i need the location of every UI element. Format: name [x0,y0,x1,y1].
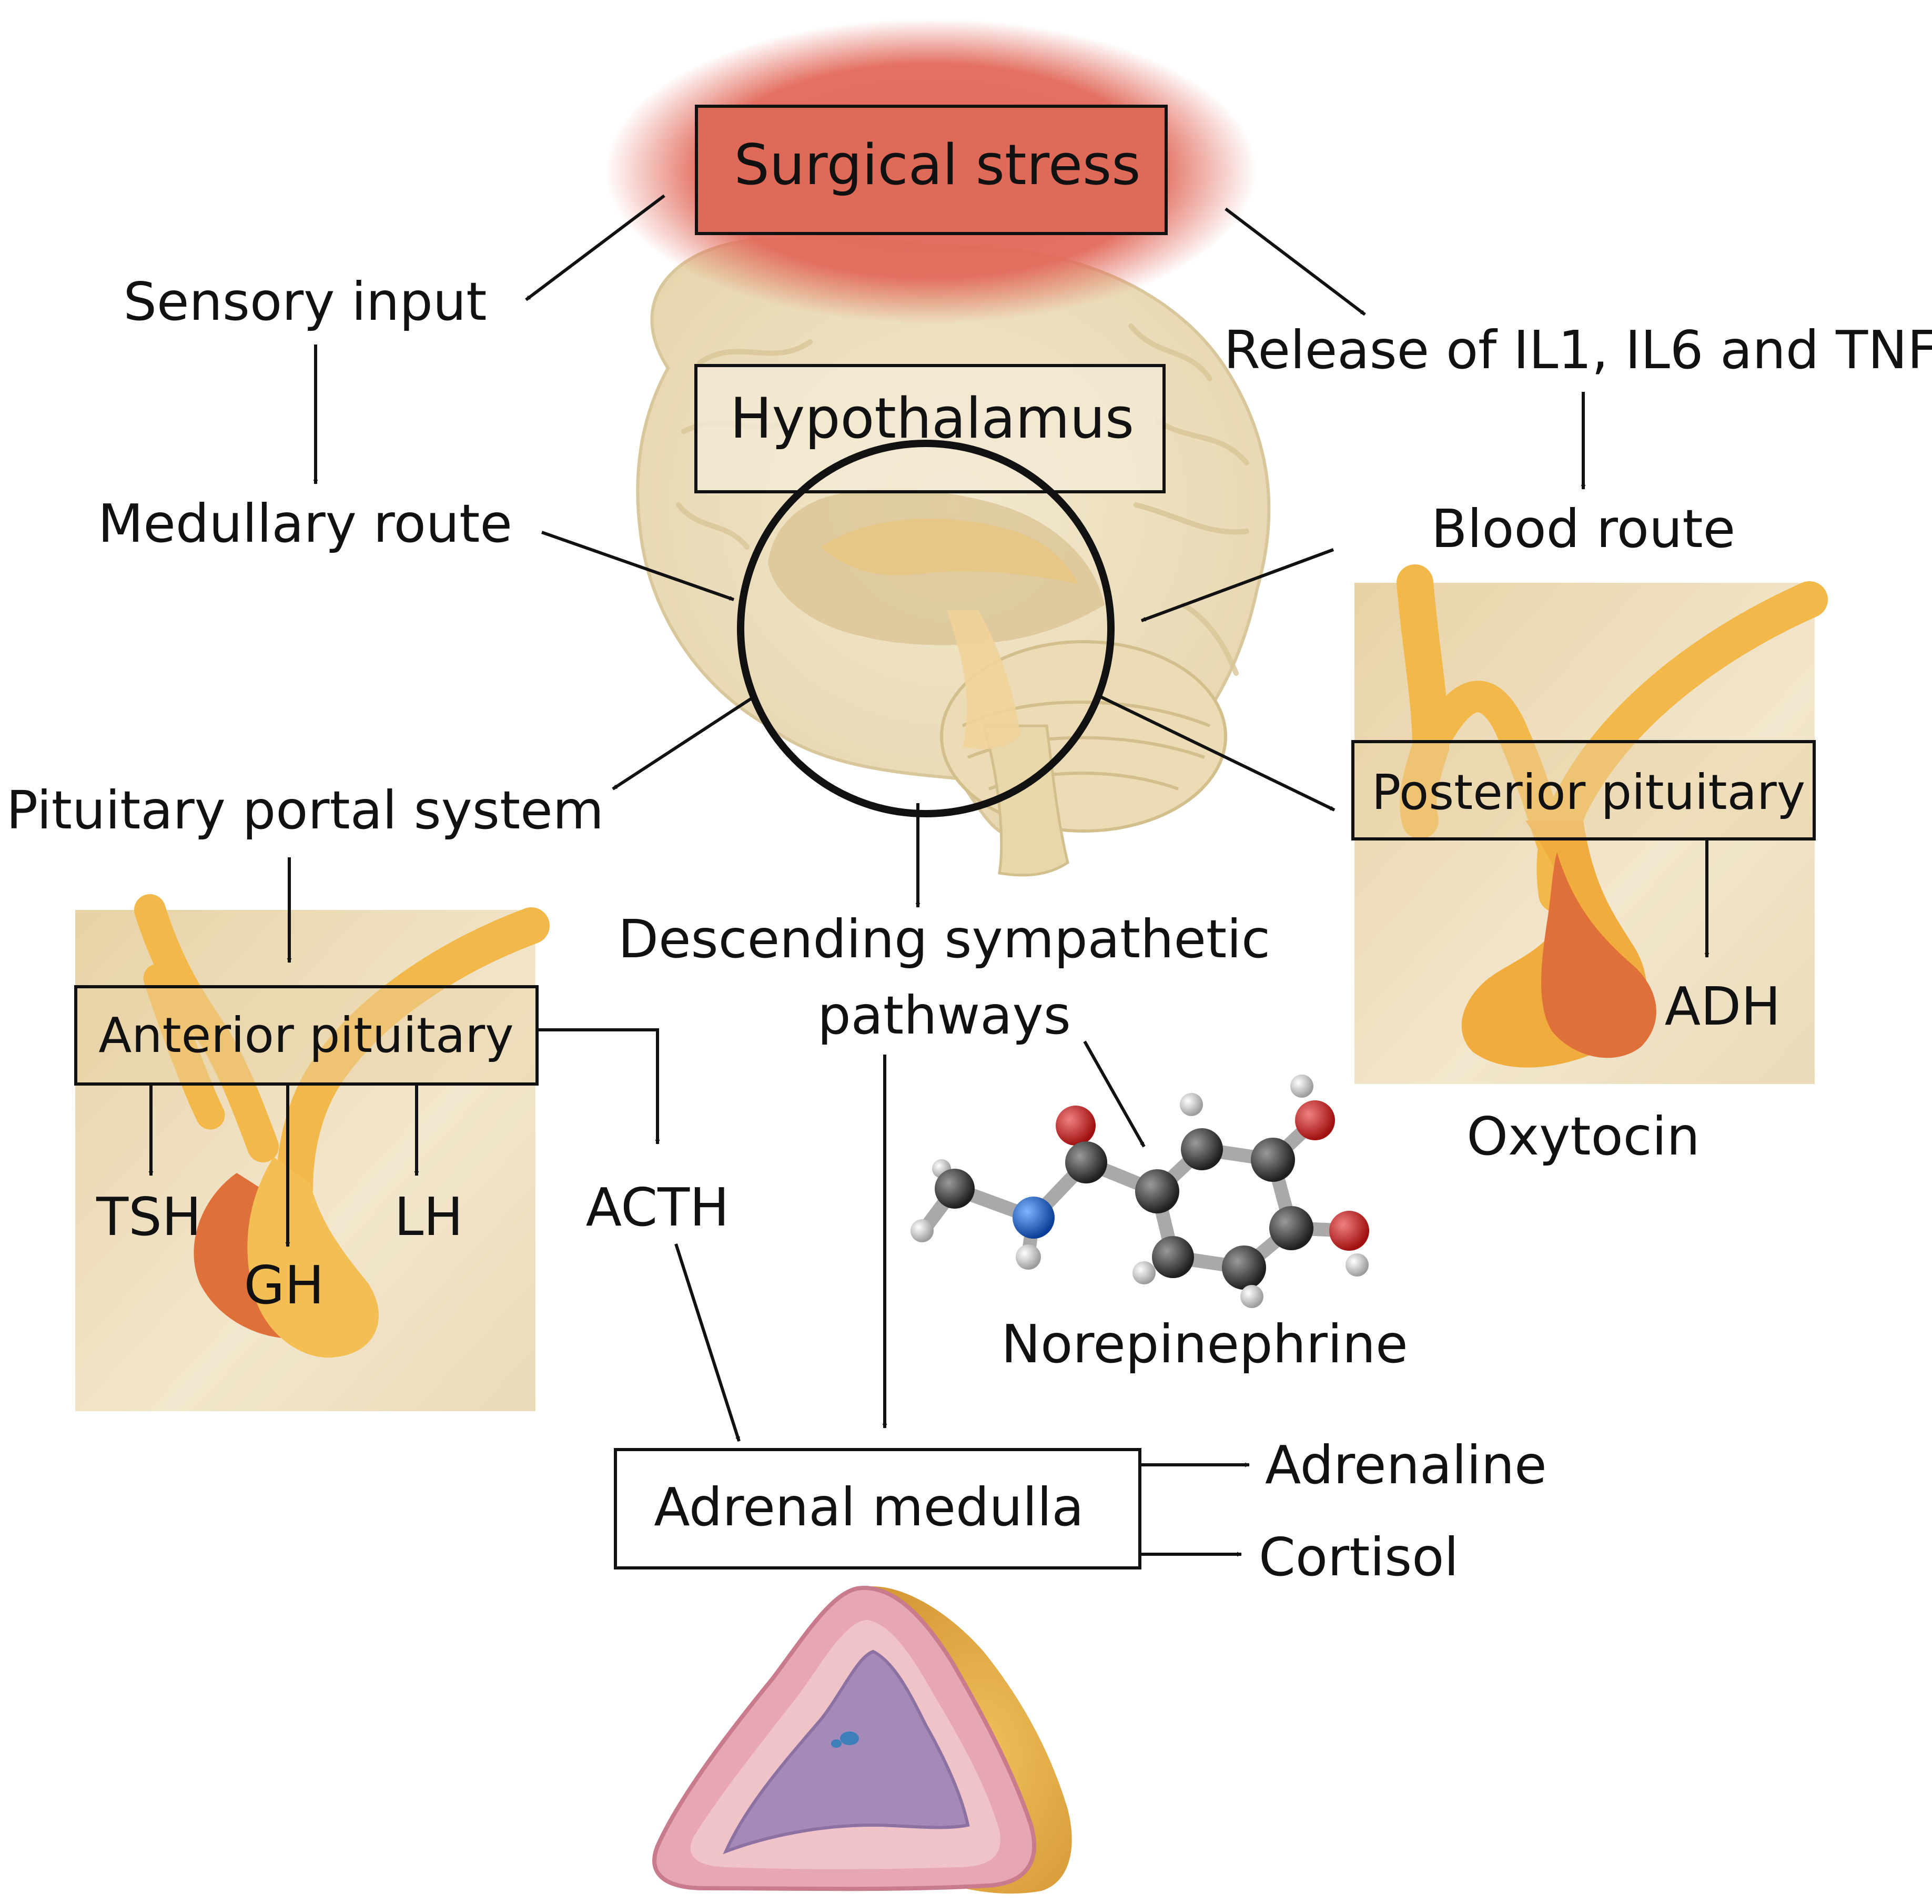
descending-sympathetic-label: Descending sympathetic [618,908,1270,970]
adrenaline-label: Adrenaline [1265,1434,1547,1496]
sensory-input-label: Sensory input [124,271,487,332]
acth-label: ACTH [586,1177,730,1238]
adrenal-gland-illustration [652,1586,1072,1894]
pathways-label: pathways [817,985,1071,1046]
brain-illustration [636,235,1271,877]
anterior-pituitary-label: Anterior pituitary [98,1007,513,1064]
flow-arrows [148,194,1710,1557]
anterior-pituitary-box [74,985,539,1086]
adh-label: ADH [1665,976,1781,1037]
norepinephrine-molecule [911,1075,1369,1308]
gh-label: GH [244,1254,325,1316]
surgical-stress-label: Surgical stress [734,133,1140,197]
anterior-pituitary-panel [75,894,550,1411]
norepinephrine-label: Norepinephrine [1001,1313,1408,1375]
posterior-pituitary-panel [1354,564,1828,1084]
medullary-route-label: Medullary route [98,493,512,554]
hypothalamus-box [694,364,1166,493]
oxytocin-label: Oxytocin [1466,1106,1700,1167]
release-cytokines-label: Release of IL1, IL6 and TNF [1223,319,1932,381]
cortisol-label: Cortisol [1259,1526,1459,1588]
adrenal-medulla-box [614,1448,1141,1569]
tsh-label: TSH [96,1186,201,1248]
posterior-pituitary-label: Posterior pituitary [1372,764,1805,821]
pituitary-portal-system-label: Pituitary portal system [6,779,604,841]
lh-label: LH [395,1186,463,1248]
blood-route-label: Blood route [1431,498,1735,560]
hypothalamus-zoom-circle [737,440,1115,817]
adrenal-medulla-label: Adrenal medulla [654,1476,1084,1538]
posterior-pituitary-box [1351,740,1816,840]
surgical-stress-box [695,105,1168,235]
